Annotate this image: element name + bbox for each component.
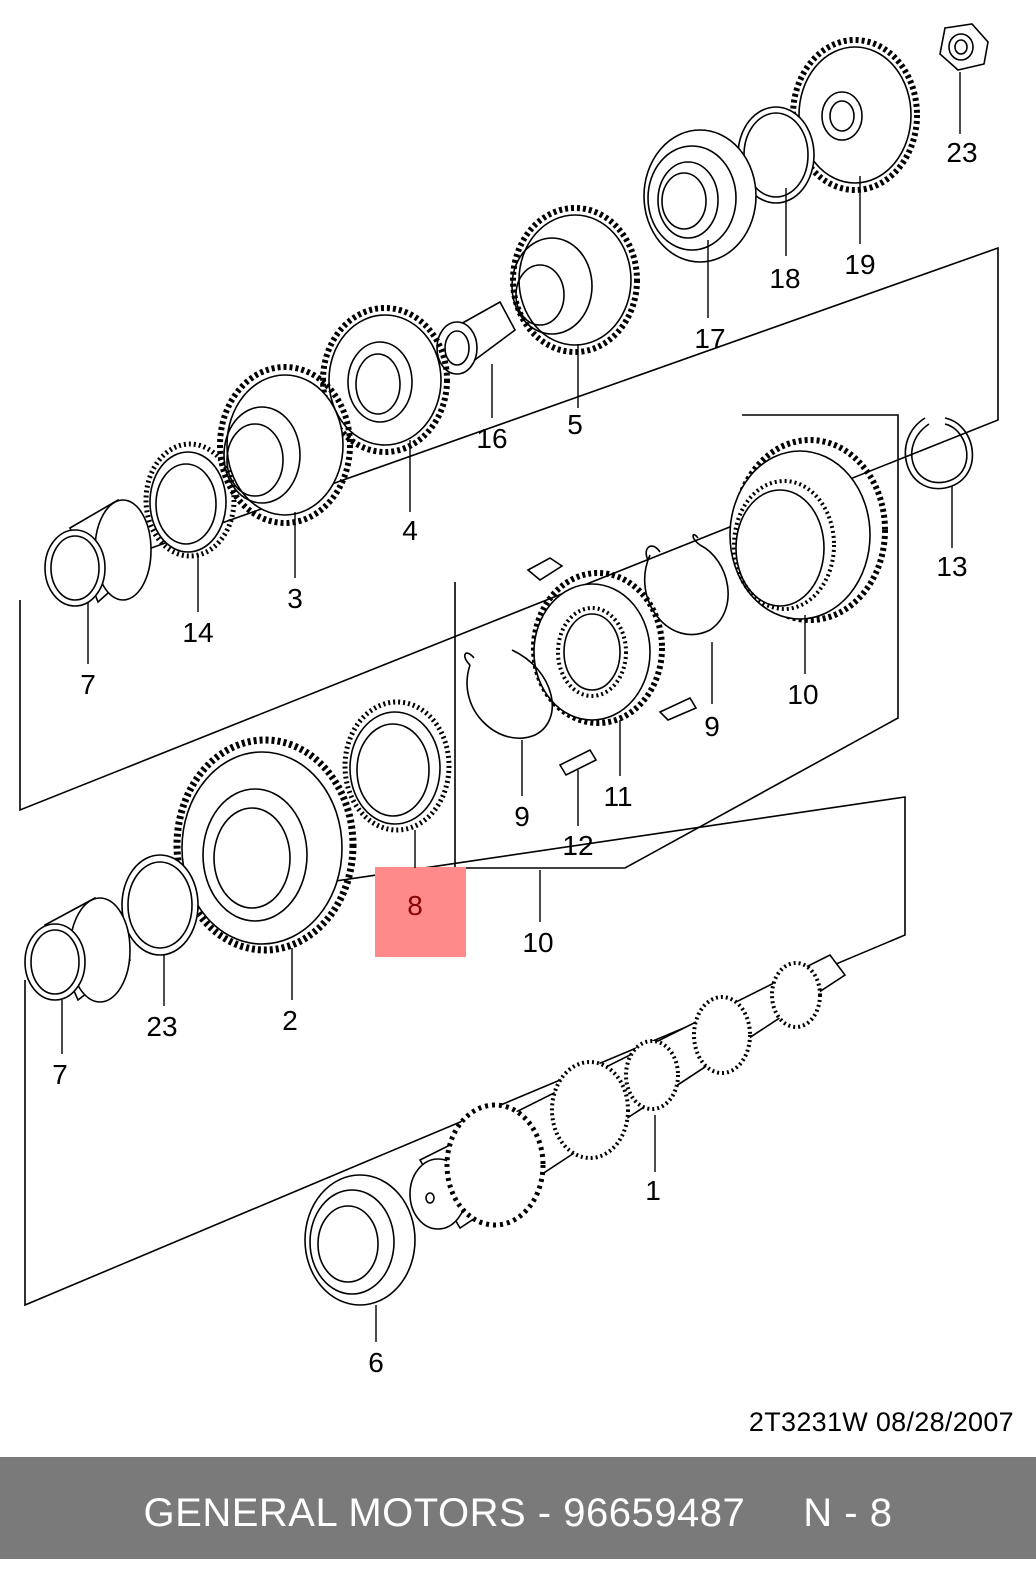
needle-bearing-7-lower [24, 896, 132, 1003]
highlight-box [375, 867, 466, 957]
callout-1: 1 [645, 1175, 661, 1206]
callout-14: 13 [936, 551, 967, 582]
spring-9-left [463, 649, 553, 739]
snap-ring-14 [904, 417, 974, 490]
callout-12: 10 [787, 679, 818, 710]
sleeve-17 [436, 300, 517, 375]
callout-10-label: 10 [522, 927, 553, 958]
hex-nut-21 [939, 23, 989, 71]
ring-23 [121, 854, 199, 956]
callout-6: 6 [368, 1347, 384, 1378]
gear-20 [790, 37, 920, 193]
synchro-ring-16 [143, 441, 237, 559]
group-outline-upper [19, 246, 999, 812]
spring-9-right [644, 533, 729, 636]
input-shaft-1 [409, 953, 847, 1230]
footer-text: GENERAL MOTORS - 96659487 N - 8 [143, 1491, 893, 1535]
callout-3: 3 [287, 583, 303, 614]
needle-bearing-7-upper [44, 498, 152, 607]
callout-7-upper: 7 [80, 669, 96, 700]
callout-16: 14 [182, 617, 213, 648]
gear-3 [217, 364, 353, 526]
synchro-ring-8 [342, 699, 452, 833]
group-outline-shaft [24, 796, 906, 1307]
exploded-parts-diagram: 23 19 18 17 5 16 4 3 14 7 13 10 9 11 12 … [19, 23, 999, 1378]
callout-5: 5 [567, 409, 583, 440]
keys-13 [526, 557, 698, 777]
callout-20: 19 [844, 249, 875, 280]
callout-19: 18 [769, 263, 800, 294]
gear-5 [510, 205, 640, 355]
document-code: 2T3231W 08/28/2007 [748, 1407, 1014, 1437]
gear-4 [320, 305, 450, 455]
callout-8: 8 [407, 890, 423, 921]
callout-17: 16 [476, 423, 507, 454]
callout-23: 23 [146, 1011, 177, 1042]
callout-2: 2 [282, 1005, 298, 1036]
synchro-sleeve-12 [729, 437, 888, 623]
callout-18: 17 [694, 323, 725, 354]
footer-bar: GENERAL MOTORS - 96659487 N - 8 [0, 1457, 1036, 1559]
callout-13: 12 [562, 830, 593, 861]
synchro-hub-11 [531, 570, 665, 726]
callout-4: 4 [402, 515, 418, 546]
group-outline-sync [454, 414, 899, 869]
callout-9-right: 9 [704, 711, 720, 742]
callout-21: 23 [946, 137, 977, 168]
bearing-6 [304, 1174, 416, 1306]
callouts: 23 19 18 17 5 16 4 3 14 7 13 10 9 11 12 … [52, 137, 977, 1378]
callout-9-left: 9 [514, 801, 530, 832]
callout-7-lower: 7 [52, 1059, 68, 1090]
callout-11: 11 [603, 781, 632, 812]
gear-2 [173, 736, 357, 954]
leader-lines [61, 72, 961, 1342]
bearing-18 [643, 129, 757, 263]
